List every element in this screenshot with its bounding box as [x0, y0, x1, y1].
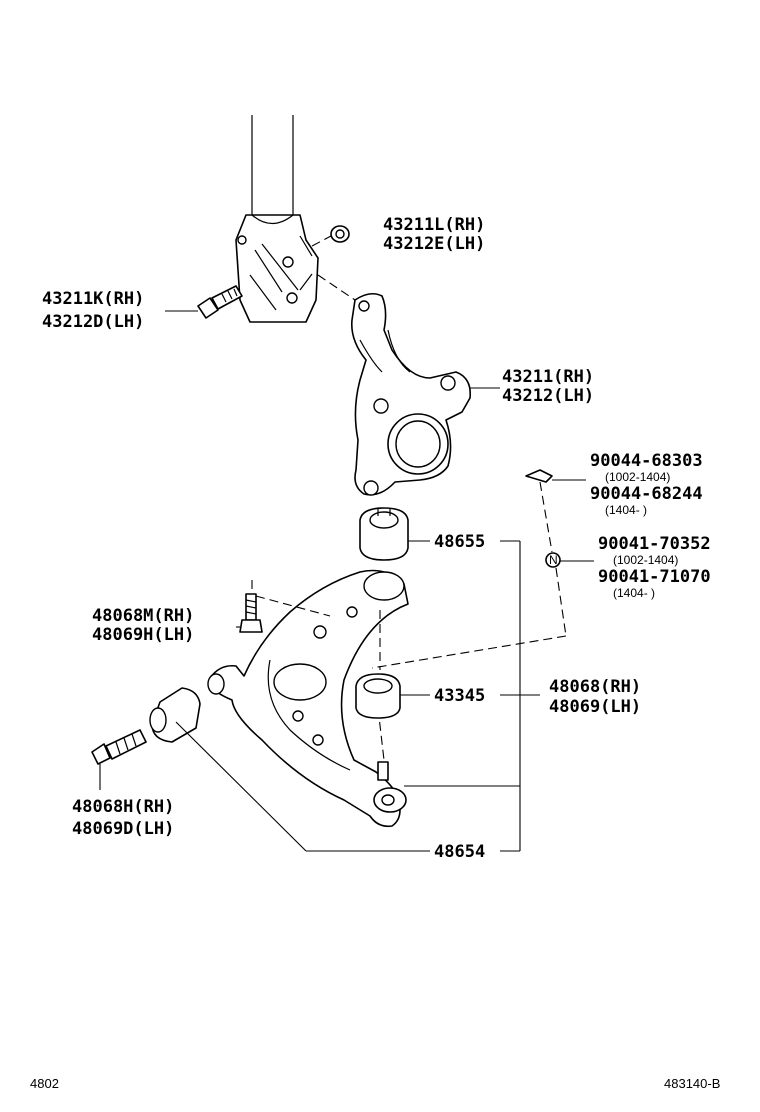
- arm-bolt-front-lh-label: 48069D(LH): [72, 819, 174, 839]
- arm-bolt-rear: [236, 580, 381, 670]
- arm-assy-rh-label: 48068(RH): [549, 677, 641, 697]
- grommet-a-label: 90041-70352: [598, 534, 711, 554]
- bushing-rear: [355, 673, 430, 719]
- assembly-bracket: [404, 540, 540, 852]
- grommet-b-date: (1404- ): [613, 586, 655, 600]
- strut-nut-lh-label: 43212E(LH): [383, 234, 485, 254]
- clip-b-label: 90044-68244: [590, 484, 703, 504]
- grommet-b-label: 90041-71070: [598, 567, 711, 587]
- bushing-front: [359, 507, 430, 561]
- strut-nut-rh-label: 43211L(RH): [383, 215, 485, 235]
- arm-bolt-rear-lh-label: 48069H(LH): [92, 625, 194, 645]
- arm-bolt-front-rh-label: 48068H(RH): [72, 797, 174, 817]
- arm-bolt-front: [91, 729, 147, 790]
- clip: [525, 469, 586, 553]
- strut-bolt-lh-label: 43212D(LH): [42, 312, 144, 332]
- knuckle-rh-label: 43211(RH): [502, 367, 594, 387]
- strut-assembly: [235, 115, 319, 323]
- strut-bolt: [165, 285, 243, 319]
- footer-left: 4802: [30, 1076, 59, 1091]
- clip-b-date: (1404- ): [605, 503, 647, 517]
- arm-assy-lh-label: 48069(LH): [549, 697, 641, 717]
- grommet: N: [371, 552, 594, 669]
- lower-control-arm: [207, 569, 409, 828]
- strut-nut: [311, 225, 350, 247]
- steering-knuckle: [317, 274, 500, 496]
- clip-a-date: (1002-1404): [605, 470, 670, 484]
- notch-label: N: [549, 553, 558, 567]
- bushing-rear2-label: 48654: [434, 842, 485, 862]
- grommet-a-date: (1002-1404): [613, 553, 678, 567]
- bushing-front-label: 48655: [434, 532, 485, 552]
- clip-a-label: 90044-68303: [590, 451, 703, 471]
- knuckle-lh-label: 43212(LH): [502, 386, 594, 406]
- strut-bolt-rh-label: 43211K(RH): [42, 289, 144, 309]
- arm-bolt-rear-rh-label: 48068M(RH): [92, 606, 194, 626]
- bushing-rear-label: 43345: [434, 686, 485, 706]
- bushing-rear2: [149, 687, 430, 852]
- footer-right: 483140-B: [664, 1076, 720, 1091]
